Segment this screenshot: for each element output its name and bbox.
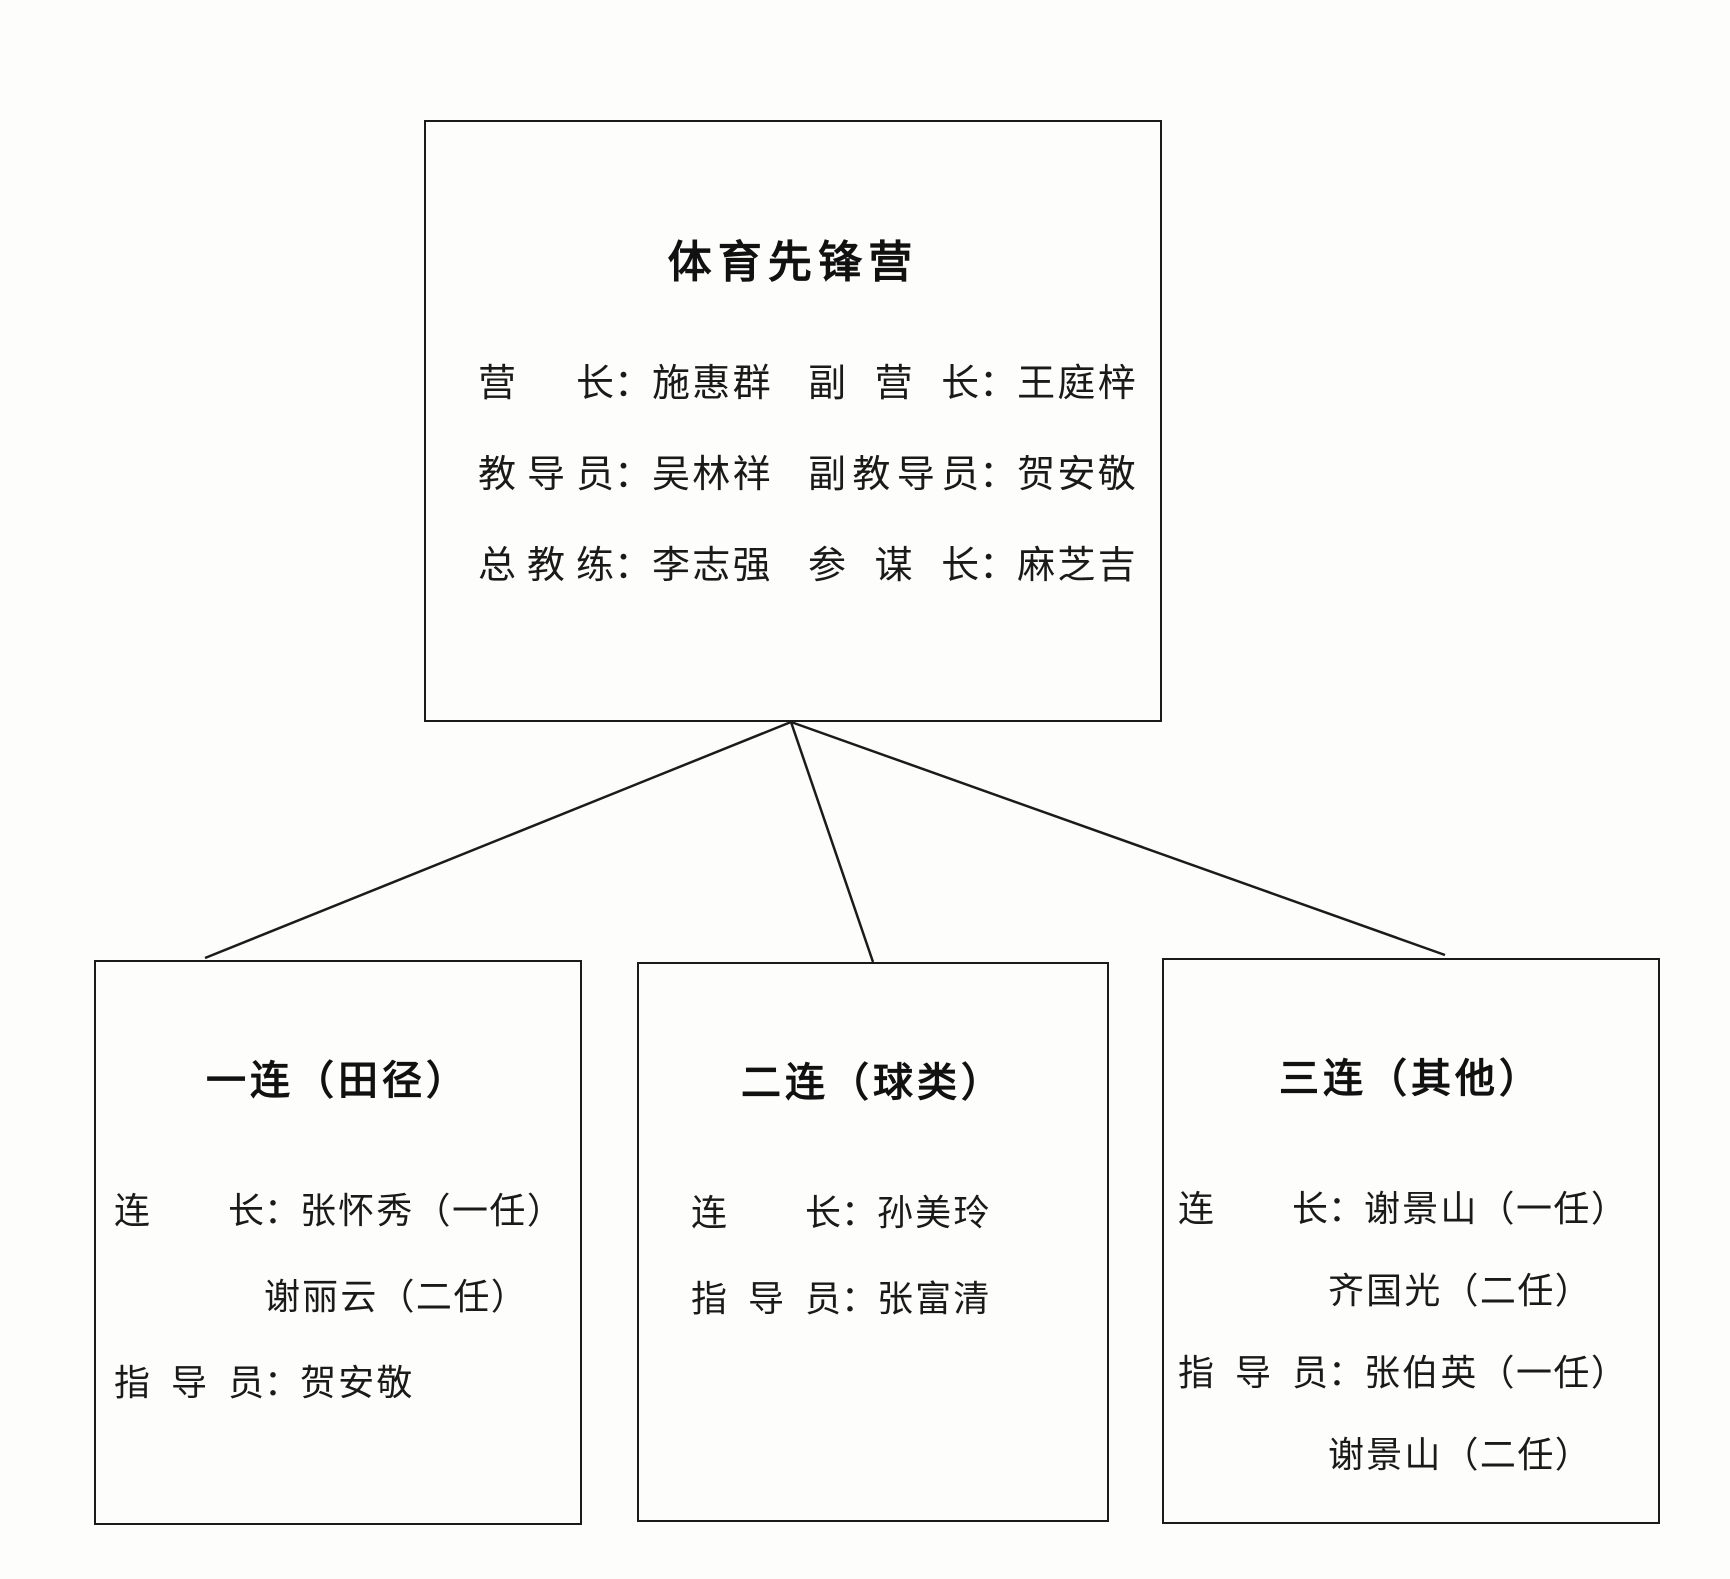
company-3-roster: 连 长 ： 谢景山 （一任） 齐国光 （二任） 指导员 ： 张伯英 （一任）	[1164, 1180, 1658, 1478]
role-colon: ：	[614, 454, 653, 496]
role-colon: ：	[614, 363, 653, 405]
company-3-entry-1: 连 长 ： 谢景山 （一任）	[1178, 1180, 1658, 1232]
root-role-chief-of-staff: 参 谋 长 ： 麻芝吉	[808, 534, 1138, 589]
connector-to-child-1	[204, 720, 792, 960]
role-term-badge: （一任）	[1478, 1353, 1629, 1393]
role-colon: ：	[614, 545, 653, 587]
root-row-1: 营 长 ： 施惠群 副 营 长 ： 王庭梓	[478, 352, 1160, 407]
company-2-title: 二连（球类）	[741, 1060, 1005, 1105]
role-label: 总教练	[478, 545, 614, 587]
role-term-badge: （二任）	[1442, 1271, 1593, 1311]
role-term-badge: （二任）	[1442, 1435, 1593, 1475]
role-person-name: 施惠群	[652, 363, 773, 405]
role-colon: ：	[841, 1279, 878, 1319]
root-role-deputy-battalion-commander: 副 营 长 ： 王庭梓	[808, 352, 1138, 407]
root-role-deputy-instructor: 副教导员 ： 贺安敬	[808, 443, 1138, 498]
role-colon: ：	[979, 545, 1018, 587]
node-company-1[interactable]: 一连（田径） 连 长 ： 张怀秀 （一任） 谢丽云 （二任） 指导员 ： 贺安敬	[94, 960, 582, 1525]
company-3-entry-3: 指导员 ： 张伯英 （一任）	[1178, 1344, 1658, 1396]
company-3-entry-2: 齐国光 （二任）	[1178, 1262, 1658, 1314]
role-label: 副教导员	[808, 454, 980, 496]
role-label: 副 营 长	[808, 363, 980, 405]
role-colon: ：	[979, 454, 1018, 496]
role-label: 连 长	[1178, 1189, 1328, 1229]
role-label: 连 长	[114, 1191, 264, 1231]
role-colon: ：	[264, 1191, 301, 1231]
root-role-battalion-commander: 营 长 ： 施惠群	[478, 352, 808, 407]
role-person-name: 李志强	[652, 545, 773, 587]
root-row-3: 总教练 ： 李志强 参 谋 长 ： 麻芝吉	[478, 534, 1160, 589]
company-1-entry-2: 谢丽云 （二任）	[114, 1268, 580, 1320]
company-3-title: 三连（其他）	[1279, 1056, 1543, 1101]
role-label: 指导员	[691, 1279, 841, 1319]
role-colon: ：	[264, 1363, 301, 1403]
connector-to-child-2	[789, 721, 875, 963]
company-1-entry-1: 连 长 ： 张怀秀 （一任）	[114, 1182, 580, 1234]
role-colon: ：	[1328, 1353, 1365, 1393]
company-1-roster: 连 长 ： 张怀秀 （一任） 谢丽云 （二任） 指导员 ： 贺安敬	[96, 1182, 580, 1406]
role-term-badge: （二任）	[378, 1277, 529, 1317]
role-term-badge: （一任）	[1478, 1189, 1629, 1229]
role-label: 连 长	[691, 1193, 841, 1233]
role-colon: ：	[841, 1193, 878, 1233]
node-company-2[interactable]: 二连（球类） 连 长 ： 孙美玲 指导员 ： 张富清	[637, 962, 1109, 1522]
role-label: 指导员	[114, 1363, 264, 1403]
company-2-entry-1: 连 长 ： 孙美玲	[691, 1184, 1107, 1236]
role-person-name: 王庭梓	[1017, 363, 1138, 405]
node-battalion-root[interactable]: 体育先锋营 营 长 ： 施惠群 副 营 长 ： 王庭梓 教导员 ： 吴林祥	[424, 120, 1162, 722]
role-person-name: 谢景山	[1364, 1189, 1479, 1229]
role-label: 营 长	[478, 363, 614, 405]
root-role-head-coach: 总教练 ： 李志强	[478, 534, 808, 589]
role-label: 教导员	[478, 454, 614, 496]
role-person-name: 麻芝吉	[1017, 545, 1138, 587]
role-person-name: 孙美玲	[877, 1193, 992, 1233]
role-person-name: 张怀秀	[300, 1191, 415, 1231]
role-colon: ：	[1328, 1189, 1365, 1229]
company-1-entry-3: 指导员 ： 贺安敬	[114, 1354, 580, 1406]
root-role-instructor: 教导员 ： 吴林祥	[478, 443, 808, 498]
role-person-name: 吴林祥	[652, 454, 773, 496]
role-person-name: 贺安敬	[1017, 454, 1138, 496]
role-person-name: 贺安敬	[300, 1363, 415, 1403]
role-person-name: 张富清	[877, 1279, 992, 1319]
company-2-entry-2: 指导员 ： 张富清	[691, 1270, 1107, 1322]
root-row-2: 教导员 ： 吴林祥 副教导员 ： 贺安敬	[478, 443, 1160, 498]
role-person-name: 齐国光	[1328, 1271, 1443, 1311]
role-person-name: 谢丽云	[264, 1277, 379, 1317]
role-term-badge: （一任）	[414, 1191, 565, 1231]
company-3-entry-4: 谢景山 （二任）	[1178, 1426, 1658, 1478]
company-1-title: 一连（田径）	[206, 1058, 470, 1103]
role-person-name: 谢景山	[1328, 1435, 1443, 1475]
root-title: 体育先锋营	[667, 238, 919, 287]
role-label: 指导员	[1178, 1353, 1328, 1393]
root-roster: 营 长 ： 施惠群 副 营 长 ： 王庭梓 教导员 ： 吴林祥 副教导员	[426, 352, 1160, 589]
role-person-name: 张伯英	[1364, 1353, 1479, 1393]
role-label: 参 谋 长	[808, 545, 980, 587]
node-company-3[interactable]: 三连（其他） 连 长 ： 谢景山 （一任） 齐国光 （二任） 指导员 ： 张伯英…	[1162, 958, 1660, 1524]
role-colon: ：	[979, 363, 1018, 405]
company-2-roster: 连 长 ： 孙美玲 指导员 ： 张富清	[639, 1184, 1107, 1322]
connector-to-child-3	[790, 720, 1446, 957]
